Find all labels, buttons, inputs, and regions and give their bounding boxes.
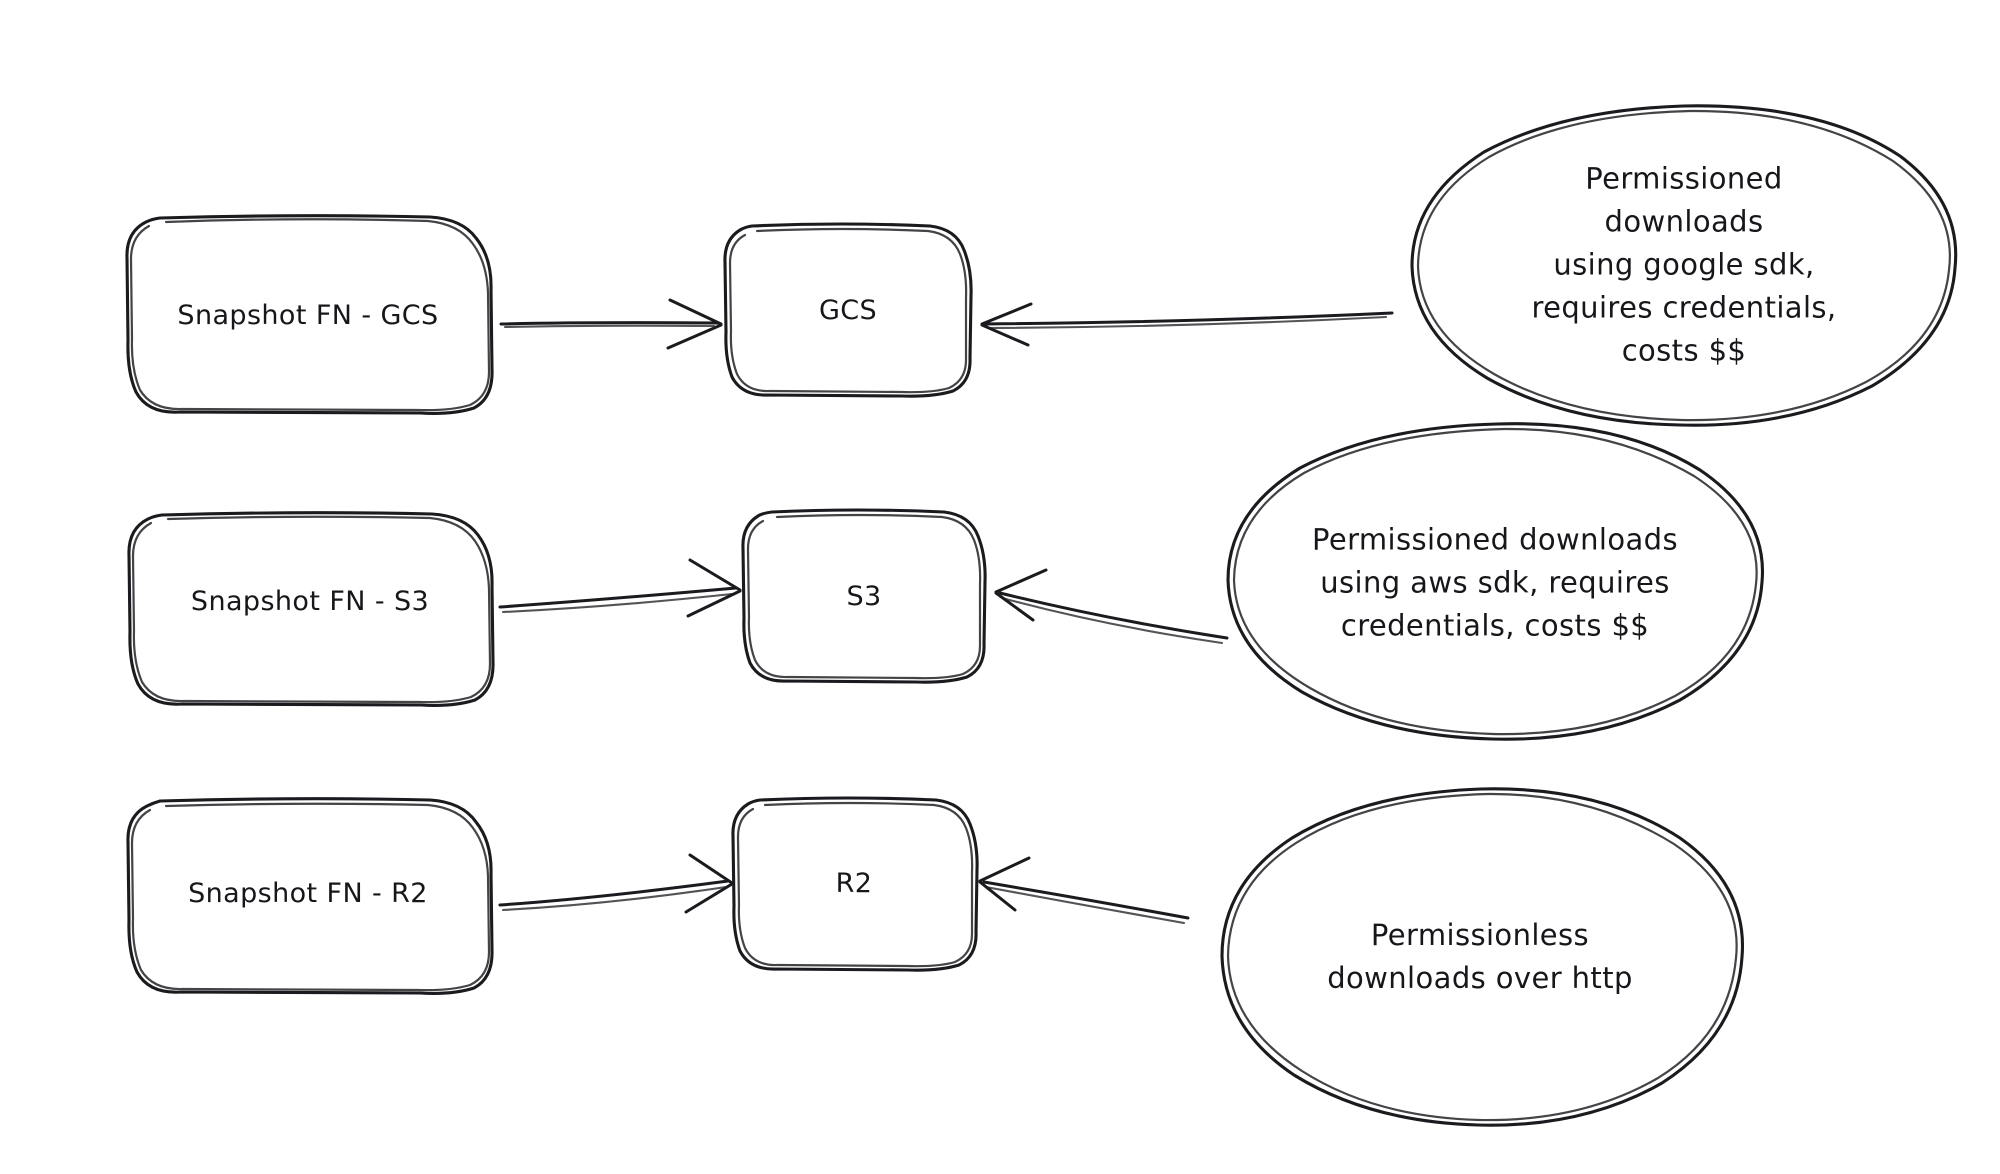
arrow-r2-read: [978, 856, 1190, 925]
shape-store-box-gcs[interactable]: [723, 222, 973, 398]
shape-note-ellipse-gcs[interactable]: [1410, 104, 1958, 427]
arrow-s3-write: [498, 558, 742, 618]
shape-source-box-gcs[interactable]: [125, 214, 494, 415]
shape-source-box-r2[interactable]: [126, 797, 494, 995]
arrow-r2-write: [498, 853, 734, 914]
arrow-gcs-read: [980, 302, 1394, 347]
shape-source-box-s3[interactable]: [127, 511, 495, 707]
arrow-gcs-write: [499, 298, 723, 350]
shape-note-ellipse-s3[interactable]: [1226, 422, 1765, 741]
shape-store-box-s3[interactable]: [741, 508, 987, 684]
shape-note-ellipse-r2[interactable]: [1220, 787, 1745, 1127]
shape-store-box-r2[interactable]: [731, 796, 979, 972]
arrow-s3-read: [994, 568, 1229, 645]
